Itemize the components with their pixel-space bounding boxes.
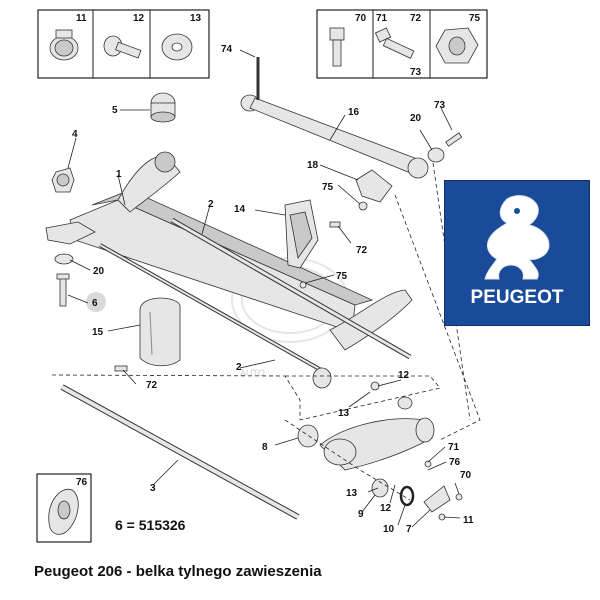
bolt-6 (56, 273, 70, 307)
torsion-bar-upper (170, 217, 412, 360)
screw-72-left (114, 365, 128, 372)
trailing-arm (319, 417, 435, 471)
label-1: 1 (116, 169, 122, 180)
stub-7 (423, 485, 451, 513)
leader-lines (67, 49, 461, 528)
label-16: 16 (348, 107, 360, 118)
inset-box-bottom: 76 (36, 473, 92, 543)
label-71: 71 (448, 442, 460, 453)
plug-icon (49, 29, 79, 61)
bolt-70 (455, 493, 463, 501)
label-5: 5 (112, 105, 118, 116)
label-9: 9 (358, 509, 364, 520)
brand-logo: PEUGEOT (444, 180, 590, 326)
mount-left (312, 367, 332, 389)
bracket-14 (284, 199, 319, 269)
inset-box-left: 11 12 13 (37, 9, 210, 79)
label-76: 76 (449, 457, 461, 468)
label-6: 6 (92, 298, 98, 309)
label-2-upper: 2 (208, 199, 214, 210)
part-labels: 1 2 2 3 4 5 6 7 8 9 10 11 12 12 13 13 14… (72, 44, 474, 535)
box-number-71: 71 (376, 13, 388, 24)
lion-icon (484, 195, 550, 280)
label-75-upper: 75 (322, 182, 334, 193)
silent-block (150, 92, 176, 123)
flange-bolt-icon (374, 27, 415, 59)
nut-75 (299, 281, 307, 289)
washer-12 (370, 381, 380, 391)
box-number-72: 72 (410, 13, 422, 24)
nut-icon (435, 27, 479, 64)
box-number-73: 73 (410, 67, 422, 78)
watermark-text: AUTO (240, 368, 265, 378)
damper-nut (51, 167, 75, 193)
label-8: 8 (262, 442, 268, 453)
bracket-15 (139, 297, 181, 367)
label-4: 4 (72, 129, 78, 140)
label-75-lower: 75 (336, 271, 348, 282)
box-number-70: 70 (355, 13, 367, 24)
label-11: 11 (463, 515, 474, 526)
part-highlight (86, 292, 106, 312)
bolt-73 (445, 132, 463, 147)
screw-icon (103, 35, 142, 59)
bushing-9 (371, 478, 389, 498)
label-20-right: 20 (410, 113, 422, 124)
seal-10 (399, 485, 415, 507)
bracket-18 (355, 169, 393, 203)
label-14: 14 (234, 204, 246, 215)
torsion-bar-lower (99, 243, 331, 377)
cup-washer-icon (48, 488, 79, 535)
axle-beam (45, 156, 413, 351)
inset-box-right: 70 71 72 73 75 (316, 9, 488, 79)
box-number-75: 75 (469, 13, 481, 24)
label-20-left: 20 (93, 266, 105, 277)
label-13-lower: 13 (346, 488, 358, 499)
box-number-11: 11 (76, 13, 87, 24)
box-number-76: 76 (76, 477, 88, 488)
label-13-upper: 13 (338, 408, 350, 419)
panhard-rod (240, 57, 429, 179)
screw-72-right (329, 221, 341, 228)
diagram-caption: Peugeot 206 - belka tylnego zawieszenia (34, 563, 322, 580)
bolt-71 (424, 460, 432, 468)
label-12-upper: 12 (398, 370, 410, 381)
box-number-13: 13 (190, 13, 202, 24)
part-number-note: 6 = 515326 (115, 517, 186, 533)
label-74: 74 (221, 44, 233, 55)
bolt-icon (329, 27, 345, 67)
bushing-right (397, 396, 413, 410)
washer-left (54, 253, 74, 265)
label-73: 73 (434, 100, 446, 111)
washer-icon (161, 33, 193, 61)
label-7: 7 (406, 524, 412, 535)
nut-75-upper (358, 201, 368, 211)
label-10: 10 (383, 524, 395, 535)
label-15: 15 (92, 327, 104, 338)
label-72-left: 72 (146, 380, 158, 391)
anti-roll-bar (60, 384, 300, 520)
brand-name: PEUGEOT (470, 287, 564, 308)
label-72-right: 72 (356, 245, 368, 256)
washer-right (427, 147, 445, 163)
bearing-8 (297, 424, 319, 448)
label-70: 70 (460, 470, 472, 481)
label-12-lower: 12 (380, 503, 392, 514)
bushing-mount (154, 151, 176, 173)
label-2-lower: 2 (236, 362, 242, 373)
box-number-12: 12 (133, 13, 145, 24)
label-18: 18 (307, 160, 319, 171)
label-3: 3 (150, 483, 156, 494)
